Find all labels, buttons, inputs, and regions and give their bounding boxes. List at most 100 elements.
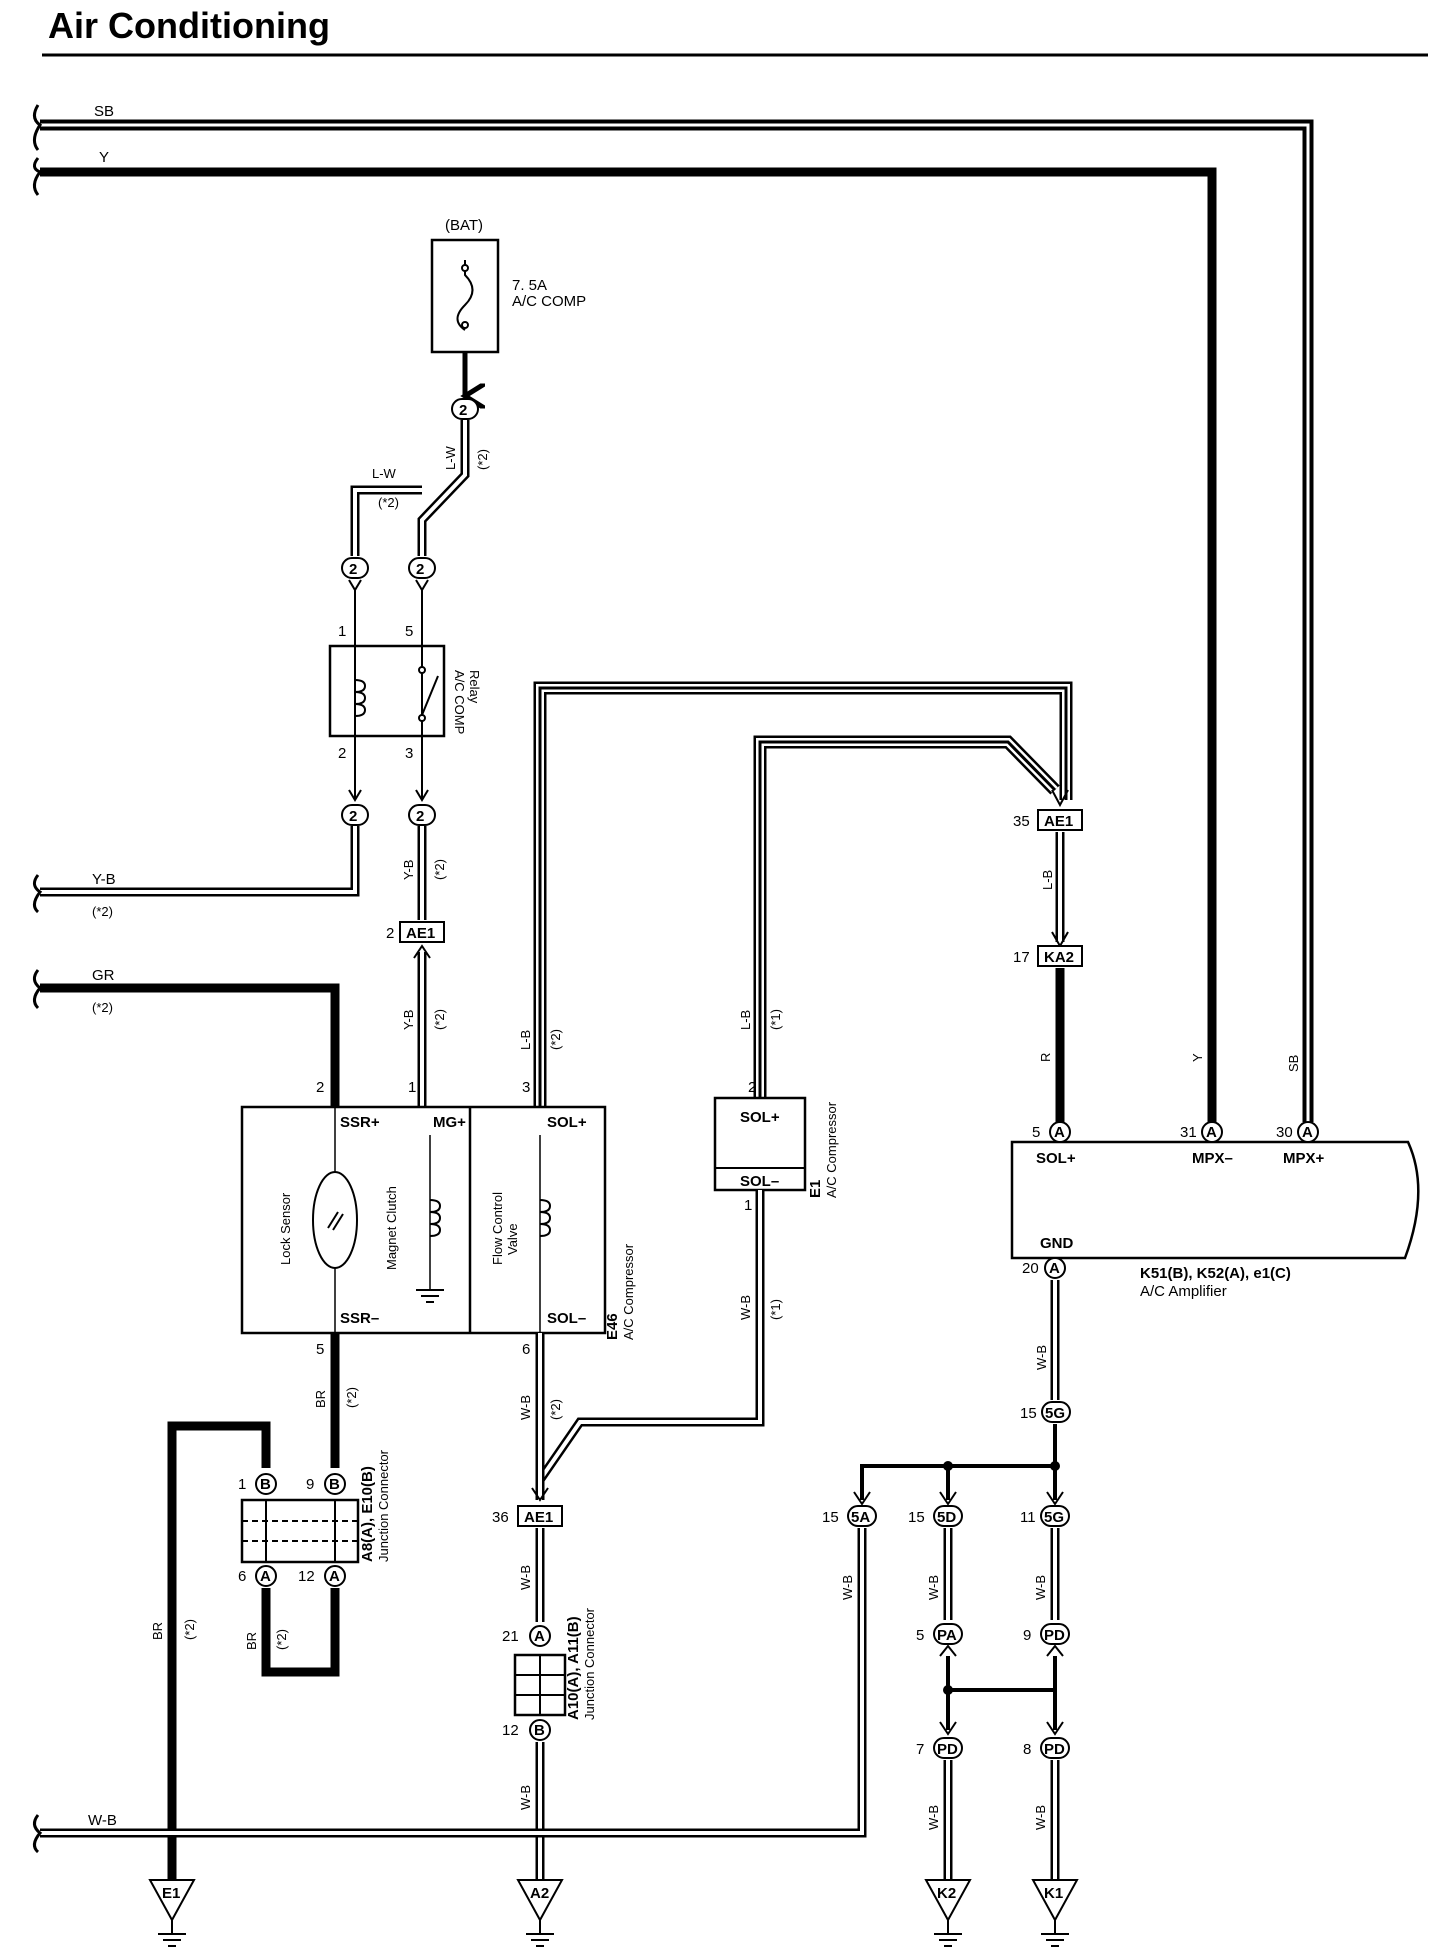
svg-text:3: 3 bbox=[522, 1079, 530, 1096]
wire-break-sb bbox=[33, 104, 43, 151]
svg-text:5: 5 bbox=[405, 623, 413, 640]
svg-text:A2: A2 bbox=[530, 1885, 549, 1902]
svg-text:5: 5 bbox=[1032, 1124, 1040, 1141]
svg-text:6: 6 bbox=[238, 1568, 246, 1585]
wire-label-left-yb: Y-B bbox=[92, 871, 116, 888]
svg-text:A/C Compressor: A/C Compressor bbox=[824, 1101, 839, 1198]
e46-id: E46 bbox=[604, 1313, 621, 1340]
svg-text:Magnet Clutch: Magnet Clutch bbox=[384, 1186, 399, 1270]
svg-text:5A: 5A bbox=[851, 1509, 870, 1526]
fuse-rating: 7. 5A bbox=[512, 277, 547, 294]
svg-text:AE1: AE1 bbox=[406, 925, 435, 942]
svg-text:W-B: W-B bbox=[738, 1295, 753, 1320]
svg-text:SOL+: SOL+ bbox=[1036, 1150, 1076, 1167]
svg-text:Lock Sensor: Lock Sensor bbox=[278, 1192, 293, 1265]
svg-text:AE1: AE1 bbox=[1044, 813, 1073, 830]
amplifier-sub: A/C Amplifier bbox=[1140, 1283, 1227, 1300]
svg-text:MG+: MG+ bbox=[433, 1114, 466, 1131]
wire-label-sb: SB bbox=[94, 103, 114, 120]
svg-text:2: 2 bbox=[386, 925, 394, 942]
connector-5g-bottom: 11 5G bbox=[1020, 1505, 1070, 1527]
amplifier-name: K51(B), K52(A), e1(C) bbox=[1140, 1265, 1291, 1282]
svg-text:K2: K2 bbox=[937, 1885, 956, 1902]
svg-text:2: 2 bbox=[416, 808, 424, 825]
svg-text:1: 1 bbox=[238, 1476, 246, 1493]
bus-wire-y: Y bbox=[40, 149, 1217, 1122]
svg-text:20: 20 bbox=[1022, 1260, 1039, 1277]
svg-text:W-B: W-B bbox=[1033, 1575, 1048, 1600]
svg-text:BR: BR bbox=[244, 1632, 259, 1650]
svg-text:E1: E1 bbox=[807, 1180, 824, 1198]
svg-text:15: 15 bbox=[822, 1509, 839, 1526]
svg-text:SSR–: SSR– bbox=[340, 1310, 379, 1327]
svg-text:A/C COMP: A/C COMP bbox=[452, 670, 467, 734]
connector-pd-7: 7 PD bbox=[916, 1737, 963, 1759]
svg-text:A: A bbox=[260, 1568, 271, 1585]
svg-text:15: 15 bbox=[908, 1509, 925, 1526]
svg-text:PD: PD bbox=[1044, 1627, 1065, 1644]
svg-text:6: 6 bbox=[522, 1341, 530, 1358]
svg-text:2: 2 bbox=[748, 1079, 756, 1096]
svg-text:L-W: L-W bbox=[372, 466, 397, 481]
svg-text:L-B: L-B bbox=[518, 1030, 533, 1050]
svg-text:7: 7 bbox=[916, 1741, 924, 1758]
svg-text:PD: PD bbox=[937, 1741, 958, 1758]
svg-text:KA2: KA2 bbox=[1044, 949, 1074, 966]
svg-text:L-W: L-W bbox=[443, 445, 458, 470]
svg-text:1: 1 bbox=[744, 1197, 752, 1214]
svg-text:3: 3 bbox=[405, 745, 413, 762]
svg-text:A10(A), A11(B): A10(A), A11(B) bbox=[565, 1616, 582, 1720]
svg-text:9: 9 bbox=[1023, 1627, 1031, 1644]
svg-text:B: B bbox=[260, 1476, 271, 1493]
svg-text:36: 36 bbox=[492, 1509, 509, 1526]
svg-text:Junction Connector: Junction Connector bbox=[582, 1607, 597, 1720]
svg-text:2: 2 bbox=[416, 561, 424, 578]
wire-label-gr: GR bbox=[92, 967, 115, 984]
svg-text:2: 2 bbox=[338, 745, 346, 762]
junction-a8-e10: 1 B 9 B 6 A 12 A A8(A), E10(B) Junction … bbox=[238, 1449, 391, 1587]
svg-text:SSR+: SSR+ bbox=[340, 1114, 380, 1131]
svg-text:12: 12 bbox=[298, 1568, 315, 1585]
connector-2-relay-left: 2 bbox=[341, 557, 369, 579]
svg-text:A: A bbox=[1054, 1124, 1065, 1141]
svg-text:(*2): (*2) bbox=[344, 1387, 359, 1408]
svg-text:(*2): (*2) bbox=[432, 859, 447, 880]
svg-text:5D: 5D bbox=[937, 1509, 956, 1526]
svg-text:35: 35 bbox=[1013, 813, 1030, 830]
wire-label-left-wb: W-B bbox=[88, 1812, 117, 1829]
svg-text:W-B: W-B bbox=[518, 1565, 533, 1590]
svg-text:PA: PA bbox=[937, 1627, 957, 1644]
bus-wire-sb: SB bbox=[40, 103, 1314, 1122]
svg-text:R: R bbox=[1038, 1053, 1053, 1062]
svg-text:W-B: W-B bbox=[518, 1785, 533, 1810]
svg-text:A: A bbox=[1049, 1260, 1060, 1277]
connector-5a: 15 5A bbox=[822, 1505, 877, 1527]
svg-text:(*2): (*2) bbox=[182, 1619, 197, 1640]
svg-text:SOL+: SOL+ bbox=[740, 1109, 780, 1126]
svg-text:BR: BR bbox=[313, 1390, 328, 1408]
svg-text:2: 2 bbox=[349, 808, 357, 825]
svg-text:5: 5 bbox=[916, 1627, 924, 1644]
fuse-name: A/C COMP bbox=[512, 293, 586, 310]
connector-2-relay-out-right: 2 bbox=[408, 804, 436, 826]
ground-e1: E1 bbox=[148, 1879, 196, 1947]
svg-text:Y-B: Y-B bbox=[401, 1010, 416, 1030]
svg-text:9: 9 bbox=[306, 1476, 314, 1493]
svg-text:(*2): (*2) bbox=[548, 1029, 563, 1050]
svg-text:A: A bbox=[1206, 1124, 1217, 1141]
svg-text:W-B: W-B bbox=[926, 1575, 941, 1600]
fuse-ac-comp: (BAT) 7. 5A A/C COMP bbox=[430, 217, 586, 354]
svg-text:21: 21 bbox=[502, 1628, 519, 1645]
svg-text:SOL+: SOL+ bbox=[547, 1114, 587, 1131]
svg-text:1: 1 bbox=[338, 623, 346, 640]
connector-ae1-36: 36 AE1 bbox=[492, 1505, 563, 1527]
compressor-e46: 2 1 3 SSR+ MG+ SOL+ SSR– SOL– Lock Senso… bbox=[240, 1079, 636, 1358]
svg-text:(*2): (*2) bbox=[378, 495, 399, 510]
connector-2-relay-right: 2 bbox=[408, 557, 436, 579]
e46-name: A/C Compressor bbox=[621, 1243, 636, 1340]
svg-text:W-B: W-B bbox=[840, 1575, 855, 1600]
svg-text:Y-B: Y-B bbox=[401, 860, 416, 880]
junction-a10-a11: 21 A B 12 A10(A), A11(B) Junction Connec… bbox=[502, 1607, 597, 1741]
connector-5d: 15 5D bbox=[908, 1505, 963, 1527]
svg-text:Junction Connector: Junction Connector bbox=[376, 1449, 391, 1562]
